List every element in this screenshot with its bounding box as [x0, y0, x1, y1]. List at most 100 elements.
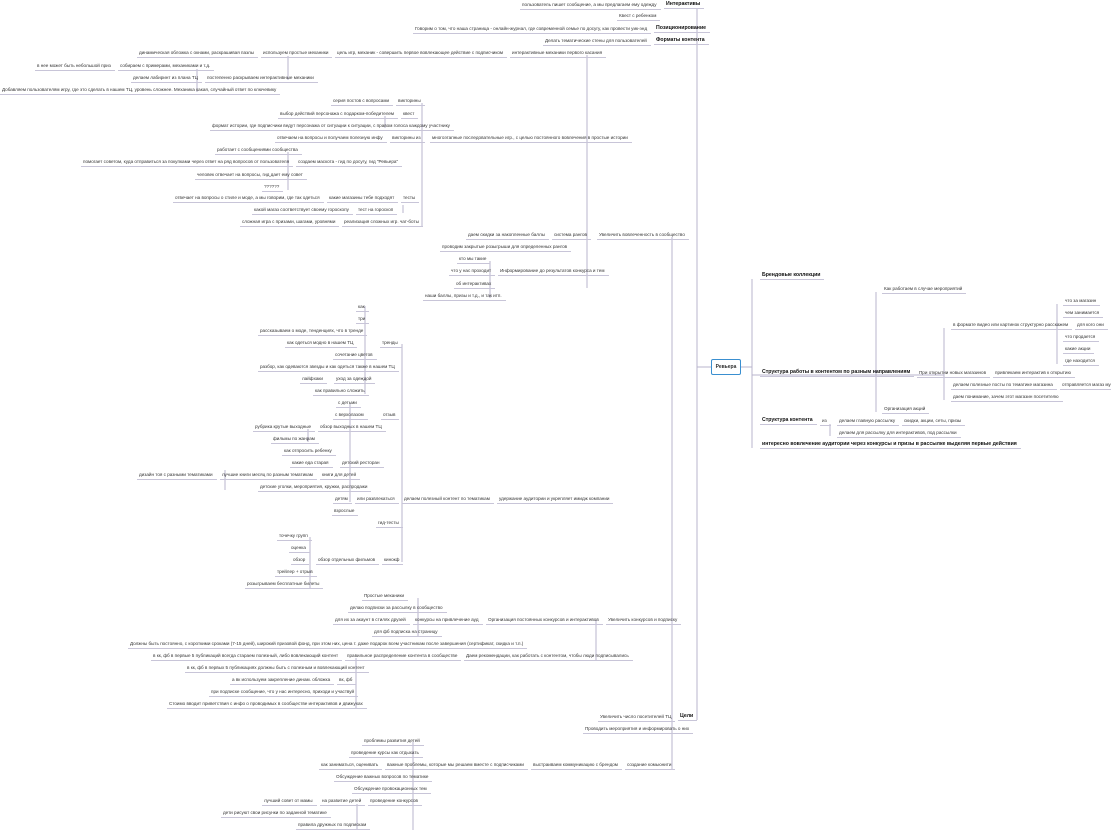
- node[interactable]: уход за одеждой: [334, 376, 376, 384]
- node[interactable]: Должны быть постоянно, с короткими срока…: [128, 641, 528, 649]
- node[interactable]: тренды: [380, 340, 402, 348]
- node[interactable]: викторины: [396, 98, 425, 106]
- node[interactable]: наши баллы, призы и т.д., и так итп.: [423, 293, 506, 301]
- node[interactable]: выстраиваем коммуникацию с брендом: [531, 762, 622, 770]
- node[interactable]: Как работаем в случае мероприятий: [882, 286, 967, 294]
- node[interactable]: создаем маскота - гид по досугу, гид "Ре…: [296, 159, 403, 167]
- node[interactable]: человек отвечает на вопросы, гид дает ем…: [195, 172, 307, 180]
- node[interactable]: детский ресторан: [340, 460, 384, 468]
- node[interactable]: делаем лабиринт из плана ТЦ: [131, 75, 203, 83]
- node[interactable]: делаем полезные посты по тематике магази…: [951, 382, 1057, 390]
- node[interactable]: в кк, фб в первые 5 публикаций всегда ст…: [151, 653, 343, 661]
- node[interactable]: где находится: [1063, 358, 1099, 366]
- node[interactable]: помогает советом, куда отправиться за по…: [81, 159, 294, 167]
- node[interactable]: скидки, акции, сеты, призы: [902, 418, 966, 426]
- node[interactable]: проводим закрытые розыгрыши для определе…: [440, 244, 572, 252]
- node[interactable]: привлекаем интерактив к открытию: [993, 370, 1075, 378]
- node[interactable]: викторины из: [390, 135, 425, 143]
- node[interactable]: кинокф: [382, 557, 404, 565]
- node[interactable]: тест на гороскоп: [356, 207, 398, 215]
- node[interactable]: что у нас проходит: [449, 268, 496, 276]
- node[interactable]: как отпросить ребенку: [282, 448, 336, 456]
- node[interactable]: вк, фб: [337, 677, 357, 685]
- node[interactable]: формат истории, где подписчики ведут пер…: [210, 123, 454, 131]
- node[interactable]: какие акции: [1063, 346, 1095, 354]
- node[interactable]: делаем для рассылку для интерактивов, по…: [837, 430, 961, 438]
- node[interactable]: Добавляем пользователям игру, где это сд…: [0, 87, 281, 95]
- node[interactable]: или развлекаться: [355, 496, 399, 504]
- branch-goals[interactable]: Цели: [678, 713, 698, 721]
- goal-contests[interactable]: Увеличить конкурсов и подписку: [606, 617, 682, 625]
- node[interactable]: что продается: [1063, 334, 1100, 342]
- node[interactable]: а вк используем закрепление динам. облож…: [230, 677, 335, 685]
- node[interactable]: выбор действий персонажа с подарком-побе…: [278, 111, 399, 119]
- node[interactable]: оценка: [289, 545, 310, 553]
- goal-events[interactable]: Проводить мероприятия и информировать о …: [583, 726, 694, 734]
- node[interactable]: конкурсы на привлечение ауд: [413, 617, 483, 625]
- node[interactable]: Организация акций: [882, 406, 930, 414]
- node[interactable]: гид-тесты: [376, 520, 403, 528]
- node[interactable]: при подписке сообщение, что у нас интере…: [209, 689, 359, 697]
- node[interactable]: Обсуждение провокационных тем: [352, 786, 431, 794]
- node[interactable]: книги для детей: [320, 472, 361, 480]
- node[interactable]: используем простые механики: [261, 50, 333, 58]
- node[interactable]: делаем главную рассылку: [837, 418, 900, 426]
- goal-visitors[interactable]: Увеличить число посетителей ТЦ: [598, 714, 676, 722]
- node[interactable]: Говорим о том, что наша страница - онлай…: [413, 26, 652, 34]
- node[interactable]: собираем с примерами, механиками и т.д.: [118, 63, 215, 71]
- node[interactable]: пользователь пишет сообщение, а мы предл…: [520, 2, 661, 10]
- node[interactable]: лайфхаки: [300, 376, 327, 384]
- node[interactable]: с детьми: [336, 400, 361, 408]
- node[interactable]: делаю подписки за рассылку в сообщество: [348, 605, 447, 613]
- branch-brand-collections[interactable]: Брендовые коллекции: [760, 272, 825, 280]
- node[interactable]: проведение конкурсов: [368, 798, 422, 806]
- node[interactable]: правильное распределение контента в сооб…: [345, 653, 462, 661]
- node[interactable]: с верхолазом: [333, 412, 368, 420]
- node[interactable]: При открытии новых магазинов: [917, 370, 991, 378]
- node[interactable]: сочетание цветов: [333, 352, 377, 360]
- node[interactable]: на развитие детей: [320, 798, 366, 806]
- branch-content-structure-work[interactable]: Структура работы в контентом по разным н…: [760, 369, 915, 377]
- node[interactable]: как: [356, 304, 369, 312]
- node[interactable]: разбор, как одеваются звезды и как одеть…: [258, 364, 399, 372]
- node[interactable]: как одеться модно в нашем ТЦ: [285, 340, 358, 348]
- node[interactable]: даем скидки за накопленные баллы: [466, 232, 549, 240]
- node[interactable]: в нее может быть небольшой приз: [35, 63, 115, 71]
- node[interactable]: Стоимо вводит приветствия с инфо о прово…: [167, 701, 367, 709]
- branch-audience[interactable]: интересно вовлечение аудитории через кон…: [760, 441, 1021, 449]
- goal-community[interactable]: создание комьюнити: [625, 762, 676, 770]
- node[interactable]: для кого они: [1075, 322, 1108, 330]
- node[interactable]: лучшие книги месяц по разным тематикам: [220, 472, 317, 480]
- node[interactable]: дети рисуют свои рисунки по заданной тем…: [221, 810, 331, 818]
- node[interactable]: как правильно сложить: [313, 388, 369, 396]
- node[interactable]: Простые механики: [362, 593, 409, 601]
- node[interactable]: Информирование до результатов конкурса и…: [498, 268, 609, 276]
- node[interactable]: как заниматься, оценивать: [319, 762, 383, 770]
- node[interactable]: в формате видео или картинок структурно …: [951, 322, 1073, 330]
- node[interactable]: какой магаз соответствует своему гороско…: [252, 207, 353, 215]
- node[interactable]: квест: [401, 111, 419, 119]
- branch-positioning[interactable]: Позиционирование: [654, 25, 711, 33]
- node[interactable]: отправляется магаз мужской одежды: [1060, 382, 1111, 390]
- node[interactable]: в кк, фб в первых 5 публикациях должны б…: [185, 665, 369, 673]
- node[interactable]: многоэтапные последовательные игр., с це…: [430, 135, 632, 143]
- node[interactable]: отвечаем на вопросы и получаем полезную …: [275, 135, 387, 143]
- node[interactable]: удержание аудитории и укрепляет имидж ко…: [497, 496, 614, 504]
- node[interactable]: делаем полезный контент по тематикам: [402, 496, 494, 504]
- node[interactable]: точечку групп: [277, 533, 312, 541]
- node[interactable]: обзор отдельных фильмов: [316, 557, 380, 565]
- node[interactable]: Организация постоянных конкурсов и интер…: [486, 617, 603, 625]
- node[interactable]: важные проблемы, которые мы решаем вмест…: [385, 762, 528, 770]
- goal-engagement[interactable]: Увеличить вовлеченность в сообщество: [597, 232, 689, 240]
- node[interactable]: лучший совет от мамы: [262, 798, 317, 806]
- node[interactable]: детям: [333, 496, 352, 504]
- node[interactable]: розыгрываем бесплатные билеты: [245, 581, 324, 589]
- node[interactable]: для фб подписка на страницу: [372, 629, 442, 637]
- node[interactable]: чем занимается: [1063, 310, 1104, 318]
- node[interactable]: тесты: [401, 195, 420, 203]
- node[interactable]: ??????: [262, 184, 284, 192]
- node[interactable]: интерактивные механики первого касания: [510, 50, 607, 58]
- node[interactable]: об интерактивах: [454, 281, 496, 289]
- node[interactable]: дизайн тоя с разными тематиками: [137, 472, 217, 480]
- branch-content-structure[interactable]: Структура контента: [760, 417, 817, 425]
